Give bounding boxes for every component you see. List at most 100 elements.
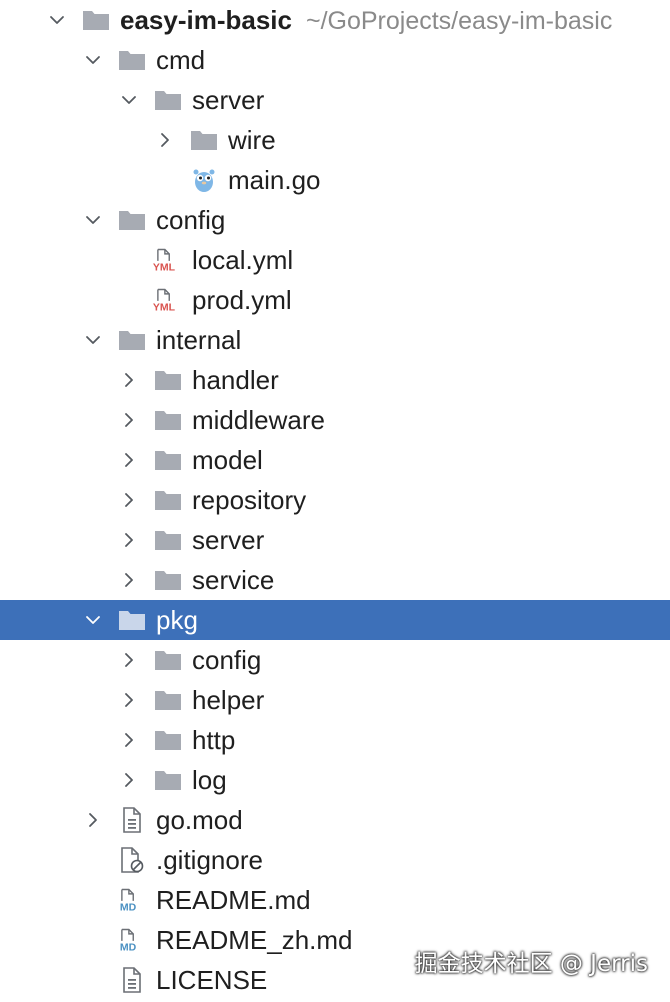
folder-icon xyxy=(154,567,182,593)
folder-icon xyxy=(154,487,182,513)
watermark: 掘金技术社区 @ Jerris xyxy=(414,951,648,977)
folder-icon xyxy=(82,7,110,33)
tree-row-config-16[interactable]: config xyxy=(0,640,670,680)
tree-row-readme-md-22[interactable]: MD README.md xyxy=(0,880,670,920)
tree-item-label: easy-im-basic ~/GoProjects/easy-im-basic xyxy=(120,0,612,40)
tree-row-http-18[interactable]: http xyxy=(0,720,670,760)
tree-item-label: middleware xyxy=(192,405,325,435)
project-name: easy-im-basic xyxy=(120,5,292,35)
folder-icon xyxy=(118,327,146,353)
text-file-icon xyxy=(118,807,146,833)
tree-row-helper-17[interactable]: helper xyxy=(0,680,670,720)
tree-item-label: server xyxy=(192,525,265,555)
tree-row-log-19[interactable]: log xyxy=(0,760,670,800)
tree-item-label: README.md xyxy=(156,885,311,915)
tree-row-server-13[interactable]: server xyxy=(0,520,670,560)
tree-row-repository-12[interactable]: repository xyxy=(0,480,670,520)
tree-item-label: handler xyxy=(192,365,279,395)
tree-row-server-2[interactable]: server xyxy=(0,80,670,120)
markdown-file-icon: MD xyxy=(114,887,142,913)
chevron-down-icon[interactable] xyxy=(82,320,104,360)
tree-row-pkg-15[interactable]: pkg xyxy=(0,600,670,640)
chevron-right-icon[interactable] xyxy=(82,800,104,840)
tree-row-handler-9[interactable]: handler xyxy=(0,360,670,400)
tree-item-label: internal xyxy=(156,325,242,355)
tree-item-label: pkg xyxy=(156,605,198,635)
tree-item-label: README_zh.md xyxy=(156,925,353,955)
svg-text:MD: MD xyxy=(120,902,137,914)
folder-icon xyxy=(154,87,182,113)
chevron-right-icon[interactable] xyxy=(118,720,140,760)
svg-text:YML: YML xyxy=(153,302,176,314)
chevron-right-icon[interactable] xyxy=(118,560,140,600)
tree-item-label: .gitignore xyxy=(156,845,263,875)
tree-row-middleware-10[interactable]: middleware xyxy=(0,400,670,440)
tree-row-service-14[interactable]: service xyxy=(0,560,670,600)
tree-row-main-go-4[interactable]: main.go xyxy=(0,160,670,200)
folder-icon xyxy=(154,407,182,433)
tree-item-label: helper xyxy=(192,685,265,715)
tree-row-prod-yml-7[interactable]: YML prod.yml xyxy=(0,280,670,320)
folder-icon xyxy=(118,47,146,73)
chevron-down-icon[interactable] xyxy=(118,80,140,120)
folder-icon xyxy=(154,367,182,393)
tree-item-label: http xyxy=(192,725,236,755)
chevron-right-icon[interactable] xyxy=(118,480,140,520)
tree-row-go-mod-20[interactable]: go.mod xyxy=(0,800,670,840)
tree-row-license-24[interactable]: LICENSE xyxy=(0,960,670,1000)
chevron-right-icon[interactable] xyxy=(118,400,140,440)
svg-text:YML: YML xyxy=(153,262,176,274)
chevron-right-icon[interactable] xyxy=(118,640,140,680)
tree-item-label: prod.yml xyxy=(192,285,292,315)
yml-file-icon: YML xyxy=(150,247,178,273)
tree-row-cmd-1[interactable]: cmd xyxy=(0,40,670,80)
chevron-down-icon[interactable] xyxy=(46,0,68,40)
tree-row-gitignore-21[interactable]: .gitignore xyxy=(0,840,670,880)
folder-icon xyxy=(118,607,146,633)
tree-item-label: config xyxy=(192,645,262,675)
tree-item-label: cmd xyxy=(156,45,206,75)
tree-item-label: local.yml xyxy=(192,245,294,275)
tree-row-local-yml-6[interactable]: YML local.yml xyxy=(0,240,670,280)
chevron-right-icon[interactable] xyxy=(154,120,176,160)
tree-item-label: repository xyxy=(192,485,307,515)
go-gopher-icon xyxy=(190,167,218,193)
gitignore-file-icon xyxy=(118,847,146,873)
folder-icon xyxy=(154,447,182,473)
chevron-down-icon[interactable] xyxy=(82,600,104,640)
chevron-right-icon[interactable] xyxy=(118,440,140,480)
chevron-down-icon[interactable] xyxy=(82,200,104,240)
tree-row-model-11[interactable]: model xyxy=(0,440,670,480)
folder-icon xyxy=(154,527,182,553)
tree-item-label: model xyxy=(192,445,263,475)
tree-row-internal-8[interactable]: internal xyxy=(0,320,670,360)
tree-item-label: log xyxy=(192,765,227,795)
folder-icon xyxy=(154,647,182,673)
folder-icon xyxy=(154,767,182,793)
tree-item-label: LICENSE xyxy=(156,965,268,995)
chevron-right-icon[interactable] xyxy=(118,760,140,800)
chevron-right-icon[interactable] xyxy=(118,520,140,560)
folder-icon xyxy=(154,687,182,713)
folder-icon xyxy=(118,207,146,233)
chevron-right-icon[interactable] xyxy=(118,360,140,400)
tree-row-easy-im-basic-0[interactable]: easy-im-basic ~/GoProjects/easy-im-basic xyxy=(0,0,670,40)
chevron-right-icon[interactable] xyxy=(118,680,140,720)
tree-row-config-5[interactable]: config xyxy=(0,200,670,240)
tree-row-readme-zh-md-23[interactable]: MD README_zh.md xyxy=(0,920,670,960)
svg-text:MD: MD xyxy=(120,942,137,954)
tree-item-label: service xyxy=(192,565,275,595)
chevron-down-icon[interactable] xyxy=(82,40,104,80)
tree-item-label: server xyxy=(192,85,265,115)
tree-row-wire-3[interactable]: wire xyxy=(0,120,670,160)
markdown-file-icon: MD xyxy=(114,927,142,953)
text-file-icon xyxy=(118,967,146,993)
tree-item-label: main.go xyxy=(228,165,321,195)
project-path: ~/GoProjects/easy-im-basic xyxy=(305,7,613,35)
tree-item-label: go.mod xyxy=(156,805,243,835)
yml-file-icon: YML xyxy=(150,287,178,313)
folder-icon xyxy=(190,127,218,153)
folder-icon xyxy=(154,727,182,753)
tree-item-label: wire xyxy=(228,125,276,155)
